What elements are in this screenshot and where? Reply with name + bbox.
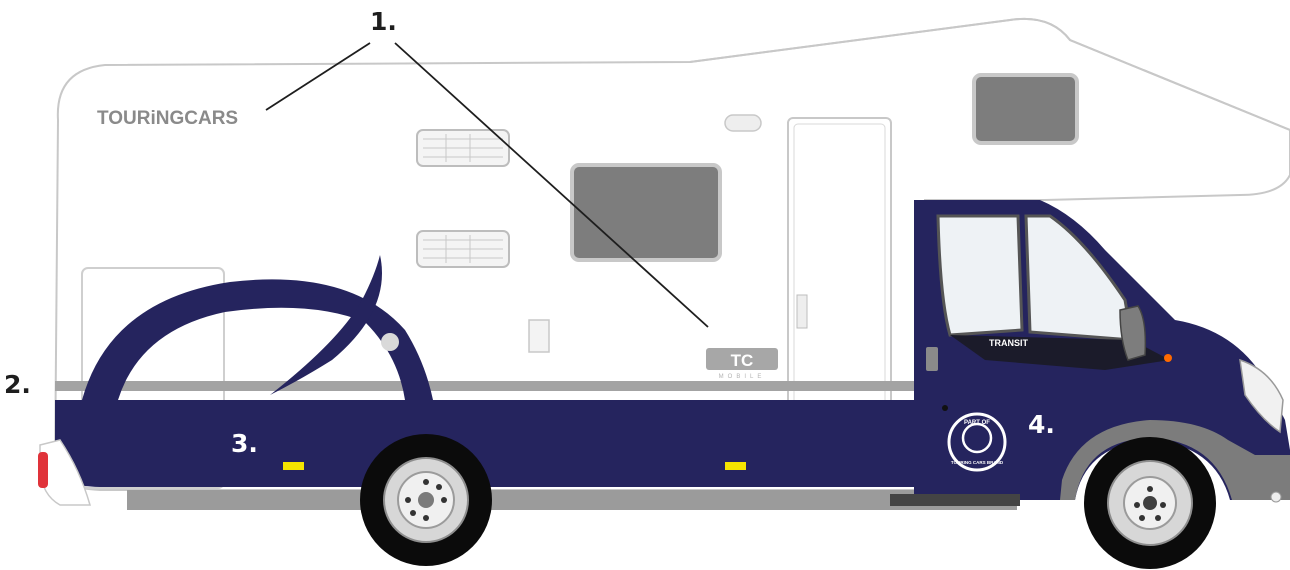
entry-door <box>788 118 891 443</box>
side-marker-left <box>283 462 304 470</box>
callout-2: 2. <box>4 370 31 399</box>
chassis-skirt <box>127 490 1017 510</box>
running-board <box>890 494 1020 506</box>
rear-light <box>38 452 48 488</box>
brand-logo-text: TOURiNGCARS <box>97 108 238 129</box>
navy-band <box>55 400 925 487</box>
fog-light <box>1271 492 1281 502</box>
side-window <box>572 165 720 260</box>
vent-lower <box>417 231 509 267</box>
cab-model-text: TRANSIT <box>989 338 1028 348</box>
cab-door-handle <box>926 347 938 371</box>
callout-3: 3. <box>231 429 258 458</box>
rear-wheel <box>360 434 492 566</box>
cab-indicator <box>1164 354 1172 362</box>
callout-4: 4. <box>1028 410 1055 439</box>
front-wheel <box>1084 437 1216 569</box>
entry-door-handle <box>797 295 807 328</box>
vent-upper <box>417 130 509 166</box>
tc-logo-subtext: MOBILE <box>719 374 766 380</box>
side-marker-right <box>725 462 746 470</box>
livery-dot <box>381 333 399 351</box>
tc-logo-mark: TC <box>731 351 754 370</box>
side-hatch <box>529 320 549 352</box>
badge-top-text: PART OF <box>964 420 990 426</box>
badge-bottom-text: TOURING CARS BRAND <box>951 460 1004 465</box>
cab-window-side <box>938 216 1022 335</box>
marker-light-top <box>725 115 761 131</box>
gray-stripe <box>55 381 925 391</box>
overcab-window <box>974 75 1077 143</box>
callout-1: 1. <box>370 7 397 36</box>
cab-door-lock <box>942 405 948 411</box>
